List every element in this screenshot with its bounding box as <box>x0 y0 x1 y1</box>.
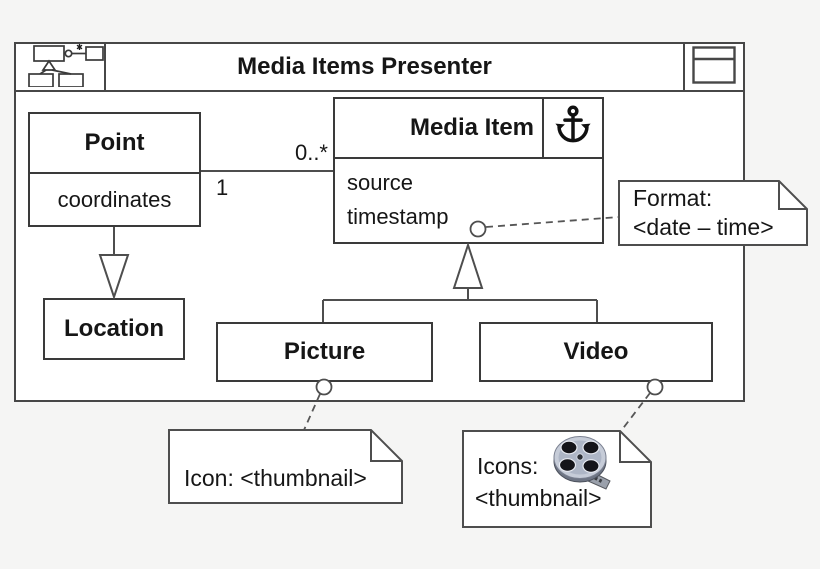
class-video-name: Video <box>563 338 629 365</box>
format-note: Format: <date – time> <box>633 184 774 242</box>
class-media-item: Media Item source <box>333 97 604 244</box>
class-point: Point coordinates <box>28 112 201 227</box>
class-video: Video <box>479 322 713 382</box>
format-note-line1: Format: <box>633 185 713 211</box>
multiplicity-point: 1 <box>216 175 229 200</box>
film-reel-icon <box>550 434 614 499</box>
title-bar: Media Items Presenter <box>16 43 743 92</box>
class-location: Location <box>43 298 185 360</box>
class-point-name: Point <box>30 114 199 174</box>
class-diagram-icon <box>16 43 104 92</box>
title-bar-left-cell <box>16 43 106 92</box>
video-icons-note-line1: Icons: <box>477 453 539 479</box>
class-picture: Picture <box>216 322 433 382</box>
class-media-item-header: Media Item <box>335 99 602 159</box>
attribute-timestamp: timestamp <box>347 204 449 229</box>
anchor-cell <box>542 99 602 157</box>
class-media-item-attributes: source timestamp <box>335 159 602 234</box>
format-note-line2: <date – time> <box>633 214 774 240</box>
window-title: Media Items Presenter <box>237 53 492 80</box>
window-icon <box>692 45 736 89</box>
class-location-name: Location <box>64 315 164 342</box>
picture-icon-note: Icon: <thumbnail> <box>184 465 367 491</box>
class-point-attribute: coordinates <box>57 186 172 212</box>
title-bar-right-cell <box>683 44 743 90</box>
attribute-source: source <box>347 170 414 195</box>
class-media-item-name: Media Item <box>409 114 534 141</box>
class-picture-name: Picture <box>283 338 366 365</box>
anchor-icon <box>551 102 595 155</box>
multiplicity-media-item: 0..* <box>294 140 328 165</box>
